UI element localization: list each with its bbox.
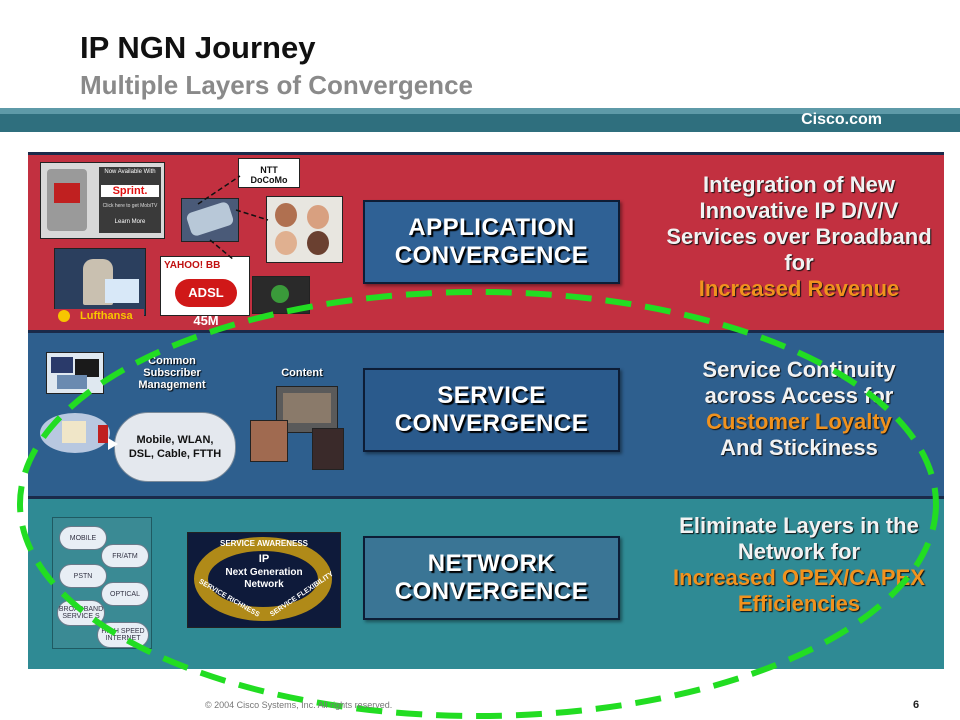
sprint-learn-more: Learn More: [114, 219, 146, 225]
desc-orange-text: Customer Loyalty: [706, 409, 892, 434]
docomo-text: NTT DoCoMo: [250, 165, 288, 185]
content-image-3: [312, 428, 344, 470]
box-line: CONVERGENCE: [394, 410, 589, 437]
desc-orange-text: Increased Revenue: [698, 276, 900, 301]
ip-ngn-logo: SERVICE AWARENESS SERVICE RICHNESS SERVI…: [187, 532, 341, 628]
highspeed-cloud: HIGH SPEED INTERNET: [97, 622, 149, 648]
fratm-cloud: FR/ATM: [101, 544, 149, 568]
sprint-text: Now Available With: [104, 169, 156, 175]
airline-passenger-image: [54, 248, 146, 316]
docomo-logo: NTT DoCoMo: [238, 158, 300, 188]
content-label: Content: [281, 367, 323, 379]
copyright-text: © 2004 Cisco Systems, Inc. All rights re…: [205, 700, 393, 710]
box-line: SERVICE: [437, 382, 546, 409]
slide-subtitle: Multiple Layers of Convergence: [80, 70, 473, 100]
common-subscriber-label: Common Subscriber Management: [138, 355, 206, 391]
access-cloud: Mobile, WLAN, DSL, Cable, FTTH: [114, 412, 236, 482]
game-console-image: [252, 276, 310, 314]
page-number: 6: [913, 699, 920, 711]
network-description: Eliminate Layers in the Network for Incr…: [664, 513, 934, 617]
mobile-cloud: MOBILE: [59, 526, 107, 550]
home-icon: [40, 405, 112, 455]
people-faces-image: [266, 196, 343, 263]
service-description: Service Continuity across Access for Cus…: [664, 357, 934, 461]
broadband-cloud: BROADBAND SERVICE S: [57, 600, 105, 626]
desc-white-text: Eliminate Layers in the Network for: [679, 513, 919, 564]
desc-white-text: Service Continuity across Access for: [702, 357, 896, 408]
ngn-text: Next Generation Network: [225, 567, 303, 590]
application-description: Integration of New Innovative IP D/V/V S…: [664, 172, 934, 302]
header-bar: [0, 108, 960, 132]
box-line: NETWORK: [427, 550, 556, 577]
sprint-logo: Sprint.: [101, 185, 159, 197]
box-line: CONVERGENCE: [394, 578, 589, 605]
arrow-icon: [108, 438, 118, 450]
content-image-2: [250, 420, 288, 462]
sprint-mobitv-text: Click here to get MobiTV: [102, 203, 158, 209]
cisco-link[interactable]: Cisco.com: [801, 111, 882, 128]
crane-icon: [58, 310, 70, 322]
optical-cloud: OPTICAL: [101, 582, 149, 606]
desc-orange-text: Increased OPEX/CAPEX Efficiencies: [673, 565, 925, 616]
lufthansa-logo: Lufthansa: [54, 309, 144, 324]
lufthansa-text: Lufthansa: [80, 310, 133, 322]
pstn-cloud: PSTN: [59, 564, 107, 588]
adsl-badge: ADSL 45M: [175, 279, 237, 328]
screens-image: [46, 352, 104, 394]
ip-text: IP: [258, 553, 270, 565]
box-line: CONVERGENCE: [394, 242, 589, 269]
box-line: APPLICATION: [408, 214, 575, 241]
device-connector-lines: [197, 175, 269, 261]
flip-phone-image: [181, 198, 239, 242]
yahoo-text: YAHOO! BB: [164, 260, 221, 271]
slide-title: IP NGN Journey: [80, 30, 316, 65]
ring-top-text: SERVICE AWARENESS: [219, 539, 309, 548]
network-clouds-panel: MOBILE FR/ATM PSTN OPTICAL BROADBAND SER…: [52, 517, 152, 649]
desc-white-text: Integration of New Innovative IP D/V/V S…: [666, 172, 932, 275]
access-cloud-text: Mobile, WLAN, DSL, Cable, FTTH: [128, 434, 222, 460]
desc-white-text-2: And Stickiness: [720, 435, 878, 460]
phone-sprint-image: Now Available With Sprint. Click here to…: [40, 162, 165, 239]
